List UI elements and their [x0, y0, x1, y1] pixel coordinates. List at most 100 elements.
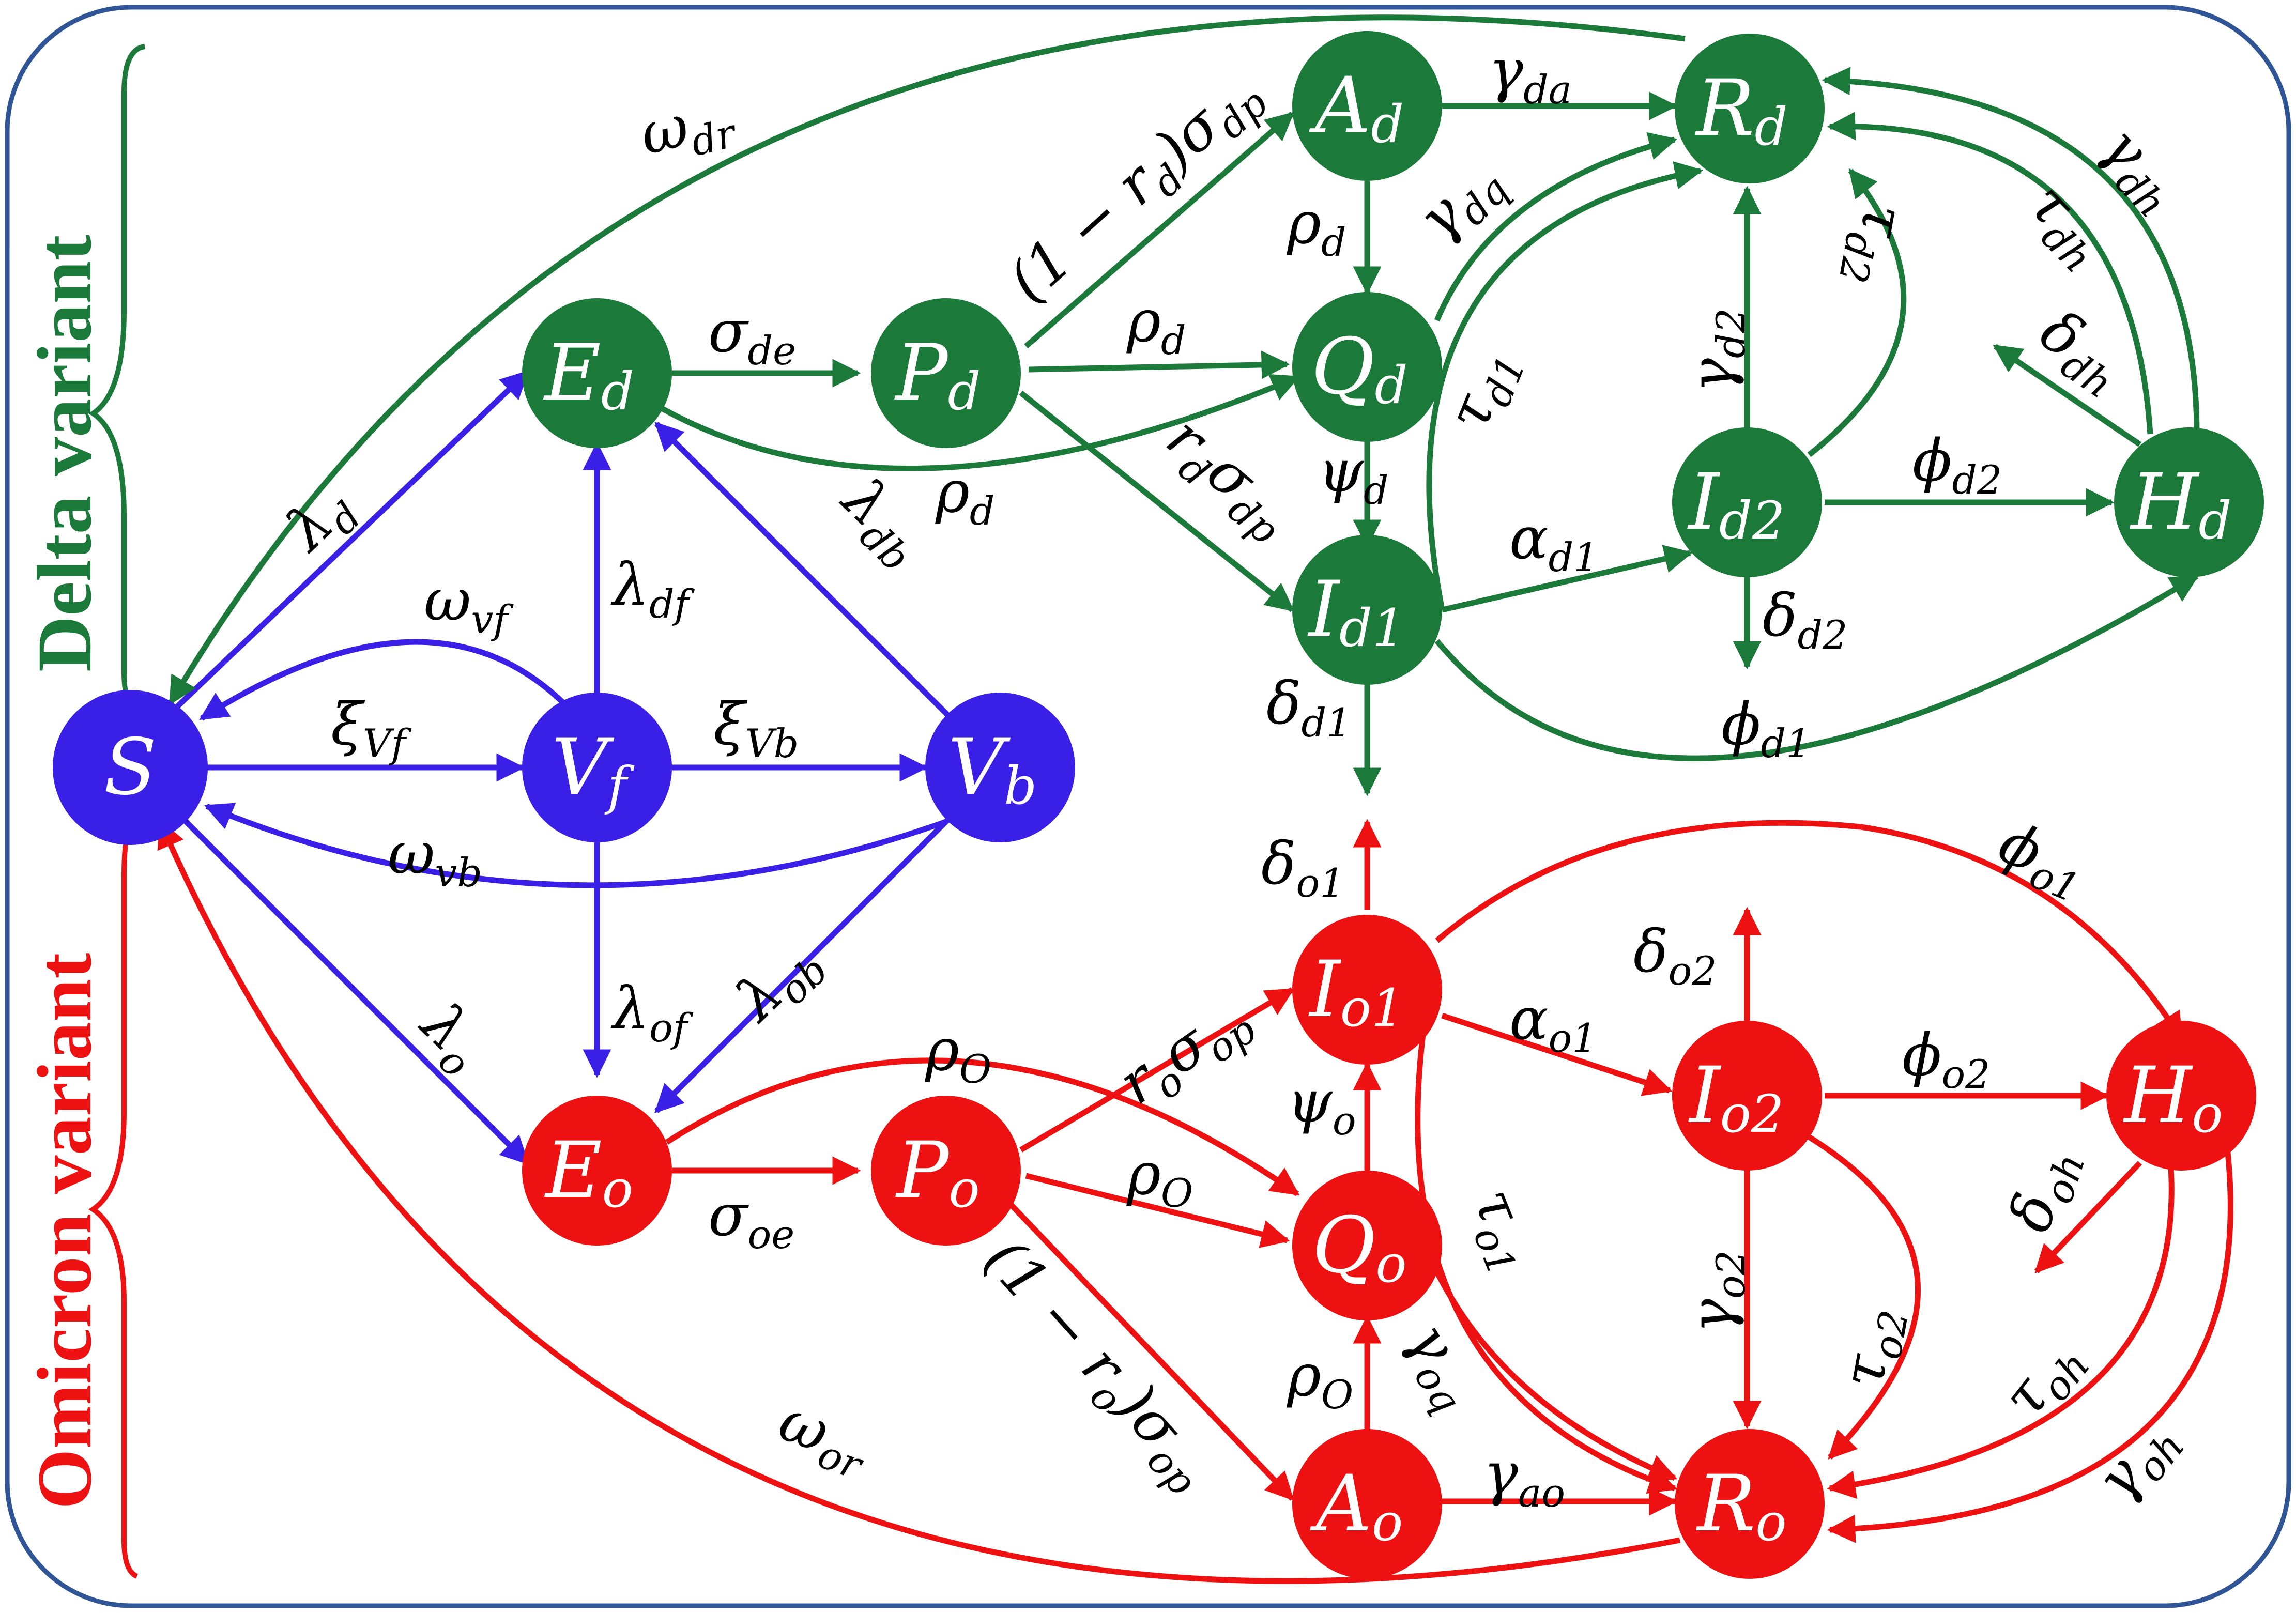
edge-po-qo — [1025, 1173, 1290, 1248]
svg-text:Id1: Id1 — [1307, 565, 1405, 658]
svg-text:Pd: Pd — [894, 328, 981, 422]
label-rho-d-aq: ρd — [1287, 190, 1346, 265]
label-rho-o-aq: ρO — [1287, 1342, 1353, 1418]
node-ed-sub: d — [601, 361, 634, 422]
node-id1-main: I — [1307, 565, 1341, 655]
node-hd-sub: d — [2198, 490, 2231, 551]
node-pd-main: P — [894, 328, 950, 418]
edge-vb-eo — [654, 815, 953, 1113]
node-io1-main: I — [1308, 945, 1341, 1035]
svg-text:Ho: Ho — [2122, 1051, 2223, 1144]
svg-text:Eo: Eo — [544, 1126, 633, 1219]
label-alpha-o1: αo1 — [1509, 986, 1597, 1061]
node-id2: Id2 — [1672, 427, 1822, 577]
svg-text:Io1: Io1 — [1308, 945, 1404, 1038]
node-ro: Ro — [1675, 1429, 1825, 1579]
label-rho-d-eq: ρd — [935, 458, 995, 534]
node-po-main: P — [895, 1126, 950, 1216]
edge-id1-id2 — [1441, 545, 1693, 613]
node-io2-sub: o2 — [1720, 1084, 1784, 1144]
svg-text:Vb: Vb — [948, 723, 1037, 816]
label-gamma-dq: γdq — [1404, 145, 1518, 258]
label-tau-oh: τoh — [1989, 1325, 2099, 1435]
node-ao: Ao — [1292, 1429, 1442, 1579]
omicron-variant-label: Omicron variant — [22, 953, 108, 1509]
node-qd-main: Q — [1311, 322, 1375, 412]
edge-qo-ro — [1429, 1259, 1678, 1482]
node-ed-main: E — [543, 328, 601, 418]
node-pd: Pd — [871, 298, 1021, 448]
label-gamma-d2: γd2 — [1678, 308, 1754, 393]
label-phi-d2: ϕd2 — [1912, 427, 2002, 503]
label-lambda-db: λdb — [823, 464, 939, 580]
edge-pd-id1 — [1019, 390, 1295, 612]
node-po-sub: o — [948, 1159, 979, 1219]
edge-id1-hd — [1434, 574, 2199, 761]
node-s-main: S — [104, 723, 157, 812]
label-delta-d1: δd1 — [1266, 670, 1351, 746]
label-tau-o2: τo2 — [1829, 1301, 1918, 1394]
edge-io1-io2 — [1441, 1012, 1673, 1096]
label-lambda-o: λo — [402, 989, 499, 1086]
label-lambda-of: λof — [610, 975, 694, 1051]
node-po: Po — [871, 1096, 1021, 1246]
edge-ho-ro-tau — [1827, 1167, 2175, 1499]
edge-rd-s — [168, 14, 1686, 705]
edge-io1-ho — [1435, 820, 2184, 1041]
edge-hd-rd-tau — [1827, 112, 2153, 435]
node-qd: Qd — [1292, 292, 1442, 442]
label-rho-d-pq: ρd — [1126, 288, 1186, 363]
node-qo-main: Q — [1312, 1201, 1375, 1291]
edge-s-ed — [174, 370, 529, 710]
node-ed: Ed — [522, 298, 672, 448]
edge-ro-s — [157, 819, 1681, 1584]
label-gamma-ao: γao — [1483, 1440, 1565, 1516]
omicron-brace — [88, 830, 139, 1579]
delta-variant-label: Delta variant — [22, 235, 108, 672]
node-id1-sub: d1 — [1339, 598, 1405, 658]
svg-text:Rd: Rd — [1695, 64, 1788, 157]
node-ro-main: R — [1695, 1459, 1755, 1549]
label-delta-dh: δdh — [2024, 297, 2137, 407]
label-delta-o2: δo2 — [1633, 918, 1717, 994]
edge-ho-death — [2034, 1161, 2142, 1273]
edge-ho-ro-gamma — [1827, 1152, 2233, 1543]
label-psi-o: ψo — [1287, 1068, 1356, 1144]
edge-vf-s — [199, 639, 565, 721]
label-rho-o-pq: ρO — [1126, 1141, 1193, 1216]
label-gamma-oh: γoh — [2083, 1405, 2194, 1517]
label-gamma-o2: γo2 — [1678, 1250, 1754, 1333]
node-io1: Io1 — [1292, 915, 1442, 1065]
label-psi-d: ψd — [1318, 438, 1388, 513]
edge-qd-rd — [1434, 132, 1678, 322]
node-rd-sub: d — [1754, 97, 1787, 157]
node-rd: Rd — [1675, 34, 1825, 183]
svg-text:S: S — [104, 723, 157, 812]
node-ho: Ho — [2106, 1021, 2256, 1171]
node-ho-sub: o — [2192, 1084, 2223, 1144]
label-sigma-de: σde — [708, 298, 796, 374]
node-vf-main: V — [552, 723, 615, 812]
edge-id2-rd-tau — [1807, 168, 1907, 457]
node-eo: Eo — [522, 1096, 672, 1246]
label-alpha-d1: αd1 — [1509, 505, 1599, 580]
label-lambda-df: λdf — [610, 551, 695, 627]
node-vb-sub: b — [1004, 756, 1037, 816]
nodes: S Vf Vb Ed Pd Ad Qd Id1 Id2 Rd Hd Eo Po … — [53, 31, 2264, 1579]
label-gamma-oq: γoq — [1387, 1310, 1495, 1421]
node-io2-main: I — [1688, 1051, 1721, 1141]
svg-text:Qd: Qd — [1311, 322, 1408, 416]
label-delta-d2: δd2 — [1763, 582, 1847, 658]
svg-text:Ao: Ao — [1310, 1459, 1403, 1553]
edge-pd-ad — [1024, 111, 1295, 349]
label-phi-o1: ϕo1 — [1987, 809, 2097, 912]
label-phi-o2: ϕo2 — [1902, 1022, 1990, 1097]
svg-text:Io2: Io2 — [1688, 1051, 1784, 1144]
delta-edges — [168, 14, 2200, 796]
node-vb: Vb — [925, 693, 1075, 842]
node-ao-main: A — [1310, 1459, 1372, 1549]
label-one-minus-ro-sigma-op: (1 − ro)σop — [966, 1225, 1227, 1504]
label-lambda-ob: λob — [722, 926, 837, 1041]
node-vb-main: V — [948, 723, 1011, 812]
